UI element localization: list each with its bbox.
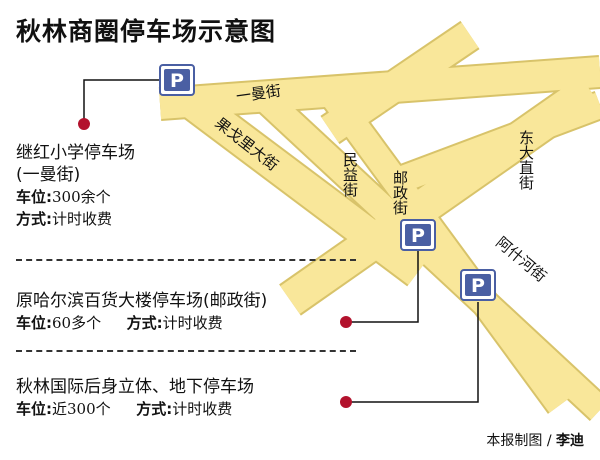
lot-name: 原哈尔滨百货大楼停车场(邮政街) <box>16 291 268 311</box>
street-label-ashihe: 阿什河街 <box>492 233 550 285</box>
street-label-youzheng: 邮政街 <box>391 170 409 215</box>
road-dongda <box>321 22 479 143</box>
credit-prefix: 本报制图 / <box>486 433 556 449</box>
credit-author: 李迪 <box>556 433 584 449</box>
parking-icon: P <box>411 225 425 247</box>
map-title: 秋林商圈停车场示意图 <box>16 17 277 46</box>
leader-line-lot-3 <box>348 302 479 403</box>
lot-details-row: 车位:近300个 方式:计时收费 <box>16 398 254 420</box>
road-network <box>158 20 600 421</box>
method-label: 方式: <box>126 314 163 332</box>
lot-info-1: 继红小学停车场 (一曼街) 车位:300余个 方式:计时收费 <box>16 142 135 230</box>
lot-method-row: 方式:计时收费 <box>16 208 135 230</box>
lot-info-3: 秋林国际后身立体、地下停车场 车位:近300个 方式:计时收费 <box>16 376 254 420</box>
road-youzheng <box>319 84 571 413</box>
lot-name: 秋林国际后身立体、地下停车场 <box>16 377 254 397</box>
parking-sign-2: P <box>400 219 436 251</box>
spaces-label: 车位: <box>16 188 52 206</box>
parking-sign-3: P <box>460 269 496 301</box>
spaces-label: 车位: <box>16 314 52 332</box>
street-label-dongda: 东大直街 <box>517 130 535 190</box>
lot-spaces-row: 车位:300余个 <box>16 186 135 208</box>
method-value: 计时收费 <box>52 210 113 228</box>
parking-icon: P <box>471 275 485 297</box>
road-minyi <box>253 86 600 420</box>
method-label: 方式: <box>136 400 173 418</box>
method-value: 计时收费 <box>162 314 223 332</box>
leader-line-lot-1 <box>83 79 160 124</box>
spaces-label: 车位: <box>16 400 52 418</box>
lot-name-street: (一曼街) <box>16 165 81 185</box>
divider <box>16 350 356 352</box>
spaces-value: 300余个 <box>52 188 111 206</box>
marker-dot-lot-3 <box>340 396 352 408</box>
divider <box>16 259 356 261</box>
spaces-value: 60多个 <box>52 314 102 332</box>
road-north <box>395 92 600 193</box>
parking-icon: P <box>170 70 184 92</box>
lot-info-2: 原哈尔滨百货大楼停车场(邮政街) 车位:60多个 方式:计时收费 <box>16 290 267 334</box>
marker-dot-lot-2 <box>340 316 352 328</box>
lot-details-row: 车位:60多个 方式:计时收费 <box>16 312 267 334</box>
spaces-value: 近300个 <box>52 400 111 418</box>
street-label-minyi: 民益街 <box>341 152 359 197</box>
leader-line-lot-2 <box>348 248 419 323</box>
method-label: 方式: <box>16 210 52 228</box>
parking-sign-1: P <box>159 64 195 96</box>
marker-dot-lot-1 <box>78 118 90 130</box>
map-credit: 本报制图 / 李迪 <box>486 430 584 450</box>
method-value: 计时收费 <box>172 400 233 418</box>
lot-name: 继红小学停车场 <box>16 143 135 163</box>
